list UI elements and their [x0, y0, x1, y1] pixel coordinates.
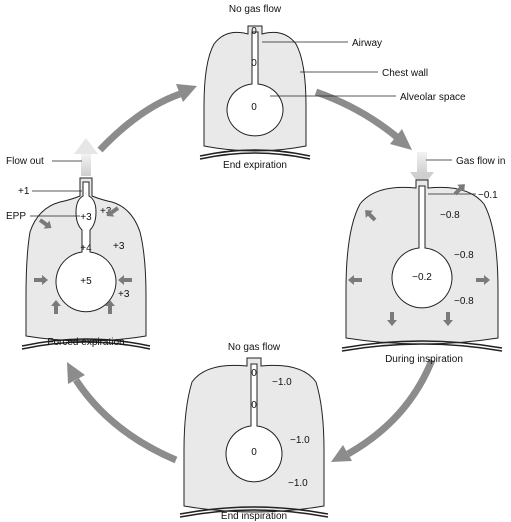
airway-value-upper: 0 — [251, 26, 257, 37]
chest-wall-inner — [21, 341, 151, 350]
alveolar-value: +5 — [80, 276, 92, 287]
label-gas-flow-in: Gas flow in — [456, 156, 505, 167]
pleural-value-3: +3 — [118, 289, 130, 300]
panel-end-inspiration: No gas flow 0 0 0 −1.0 −1.0 −1.0 End ins… — [179, 342, 329, 522]
pleural-value-1: −0.8 — [440, 210, 460, 221]
pleural-value-2: −0.8 — [454, 250, 474, 261]
header-no-gas-flow: No gas flow — [229, 4, 282, 15]
airway-value-upper: 0 — [251, 368, 257, 379]
alveolar-space — [55, 181, 117, 313]
alveolar-value: 0 — [251, 447, 257, 458]
outward-force-arrows — [348, 184, 490, 326]
chest-wall — [179, 506, 329, 515]
pleural-value-3: −0.8 — [454, 296, 474, 307]
caption-end-expiration: End expiration — [223, 160, 287, 171]
alveolar-value: 0 — [251, 102, 257, 113]
pleural-value-3: −1.0 — [288, 478, 308, 489]
airway-value-2: +3 — [80, 212, 92, 223]
alveolar-space — [391, 185, 453, 309]
label-airway: Airway — [352, 38, 382, 49]
cycle-arrow-top-right — [314, 88, 412, 150]
inward-force-arrows — [34, 206, 132, 314]
chest-wall-inner — [179, 509, 329, 518]
pleural-value-1: +3 — [100, 206, 112, 217]
chest-wall — [341, 340, 503, 349]
label-alveolar-space: Alveolar space — [400, 92, 466, 103]
airway-value-lower: 0 — [251, 400, 257, 411]
chest-wall-inner — [341, 343, 503, 352]
flow-out-arrow — [74, 138, 98, 176]
pleural-value-2: +3 — [113, 241, 125, 252]
caption-forced-expiration: Forced expiration — [47, 337, 124, 348]
alveolar-space — [225, 363, 283, 483]
cycle-arrows — [67, 84, 436, 464]
caption-end-inspiration: End inspiration — [221, 511, 287, 522]
airway-value-lower: 0 — [251, 58, 257, 69]
chest-wall — [21, 338, 151, 347]
cycle-arrow-bottom-left — [67, 362, 178, 464]
caption-during-inspiration: During inspiration — [385, 354, 463, 365]
alveolar-space — [226, 31, 284, 137]
label-chest-wall: Chest wall — [382, 68, 428, 79]
chest-wall-inner — [199, 152, 311, 160]
airway-value-3: +4 — [80, 243, 92, 254]
cycle-arrow-bottom-right — [331, 358, 436, 462]
airway-value-1: +1 — [18, 186, 30, 197]
panel-forced-expiration: Flow out +1 EPP +3 +4 +5 +3 +3 +3 Forced… — [6, 138, 151, 350]
chest-wall — [199, 149, 311, 157]
label-flow-out: Flow out — [6, 156, 44, 167]
pleural-value-1: −1.0 — [272, 377, 292, 388]
label-epp: EPP — [6, 211, 26, 222]
pleural-value-2: −1.0 — [290, 435, 310, 446]
panel-during-inspiration: Gas flow in −0.1 −0.8 −0.8 −0.8 −0.2 Dur… — [341, 152, 505, 365]
alveolar-value: −0.2 — [412, 272, 432, 283]
airway-value: −0.1 — [478, 190, 498, 201]
cycle-arrow-top-left — [97, 84, 197, 153]
panel-end-expiration: No gas flow 0 0 0 End expiration Airway … — [199, 4, 466, 171]
header-no-gas-flow: No gas flow — [228, 342, 281, 353]
